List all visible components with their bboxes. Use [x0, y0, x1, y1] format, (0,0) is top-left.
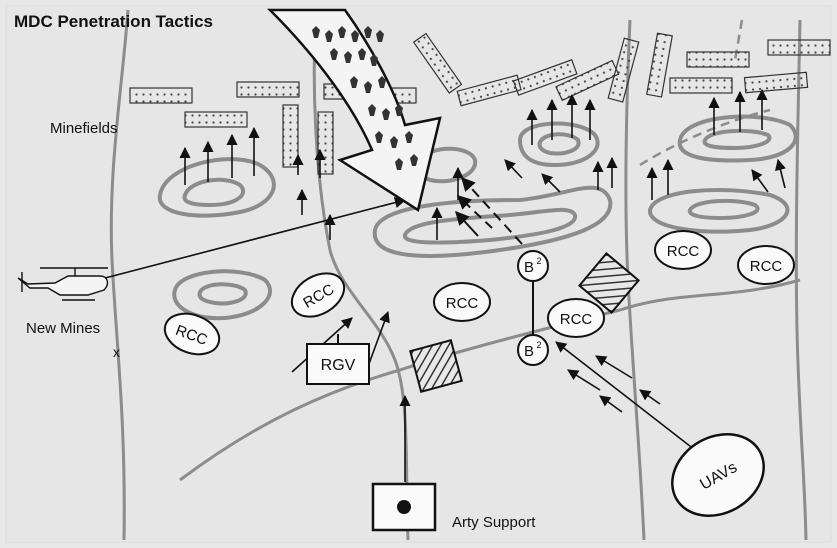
minefield	[555, 59, 620, 102]
minefield	[646, 32, 673, 98]
minefields-label: Minefields	[50, 120, 118, 137]
contours	[157, 114, 798, 321]
rcc-unit: RCC	[290, 272, 346, 318]
minefield	[184, 111, 248, 128]
rcc-unit: RCC	[547, 298, 605, 338]
obstacle-hatched-icon	[409, 339, 463, 393]
minefield	[512, 59, 578, 96]
terrain-line-far-right	[794, 19, 808, 541]
arty-support-label: Arty Support	[452, 514, 536, 531]
b2-node: B 2	[517, 334, 549, 366]
svg-text:RCC: RCC	[750, 258, 783, 275]
rcc-unit: RCC	[433, 282, 491, 322]
helicopter-icon	[17, 267, 109, 301]
minefield	[129, 87, 193, 104]
page-title: MDC Penetration Tactics	[14, 12, 213, 31]
arty-battery-icon	[371, 482, 437, 532]
rcc-unit: RCC	[163, 312, 221, 356]
minefield	[282, 104, 299, 168]
svg-text:B: B	[524, 343, 534, 360]
terrain-lines	[109, 9, 808, 541]
penetration-arrow-icon	[266, 8, 442, 213]
chevron-arrows	[455, 176, 523, 245]
rcc-unit: RCC	[737, 245, 795, 285]
advance-arrows	[179, 88, 786, 240]
minefield	[767, 39, 831, 56]
minefield	[686, 51, 750, 68]
rgv-unit: RGV	[306, 334, 370, 385]
svg-text:RCC: RCC	[446, 295, 479, 312]
minefield	[412, 32, 463, 94]
minefield	[669, 77, 733, 94]
b2-node: B 2	[517, 250, 549, 282]
minefield	[743, 71, 809, 94]
x-mark-icon: x	[113, 344, 120, 360]
svg-text:2: 2	[536, 340, 541, 350]
svg-text:RCC: RCC	[667, 243, 700, 260]
svg-text:B: B	[524, 259, 534, 276]
dashed-route	[639, 108, 771, 167]
helicopter-route	[104, 197, 407, 279]
new-mines-label: New Mines	[26, 320, 100, 337]
terrain-line-diagonal	[179, 308, 621, 482]
svg-text:RCC: RCC	[560, 311, 593, 328]
rcc-unit: RCC	[654, 230, 712, 270]
terrain-line-left	[109, 9, 130, 541]
uav-arrows	[555, 341, 696, 451]
terrain-line-diagonal-east	[619, 278, 801, 312]
svg-text:RGV: RGV	[321, 357, 356, 374]
terrain-line-center	[312, 29, 410, 541]
uavs-unit: UAVs	[671, 433, 765, 517]
svg-text:2: 2	[536, 256, 541, 266]
minefield	[236, 81, 300, 98]
minefield	[607, 37, 640, 103]
obstacle-hatched-icon	[578, 252, 640, 314]
